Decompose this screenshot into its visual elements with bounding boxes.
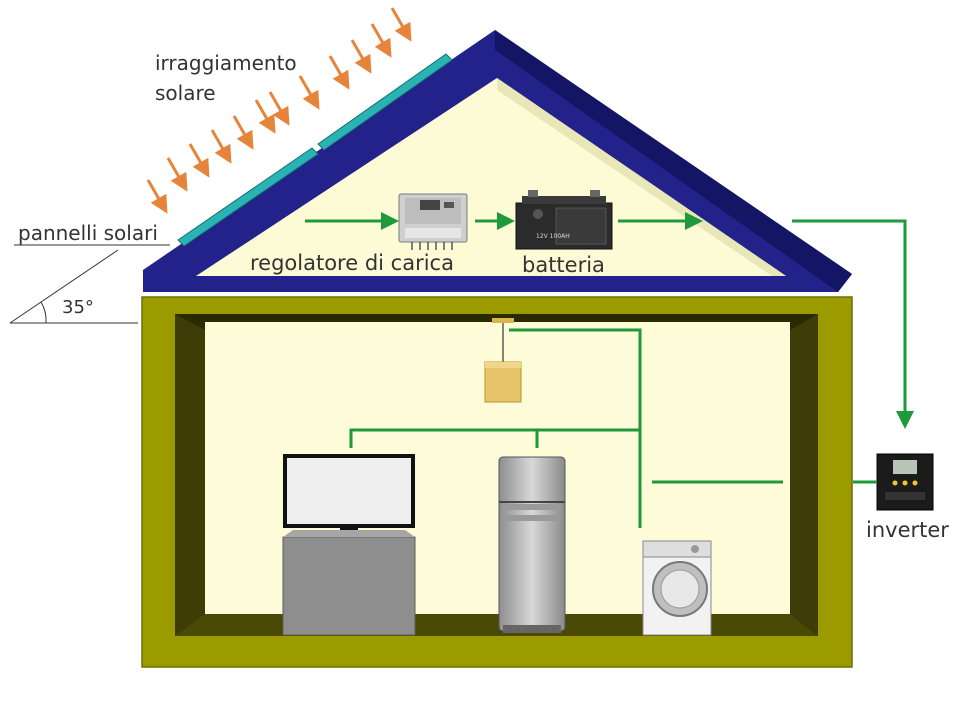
television: [283, 454, 415, 537]
sun-ray: [188, 143, 210, 178]
washing-machine: [642, 540, 712, 636]
roof: [143, 30, 852, 292]
irradiation-label-line2: solare: [155, 81, 216, 105]
sun-ray: [328, 55, 350, 90]
irradiation-label-line1: irraggiamento: [155, 51, 297, 75]
attic-space: [196, 78, 786, 276]
battery: [515, 190, 613, 250]
sun-ray: [268, 91, 290, 126]
sun-ray: [232, 115, 254, 150]
refrigerator: [498, 456, 566, 633]
tilt-angle-sketch: [9, 249, 138, 324]
sun-ray: [390, 7, 412, 42]
battery-model-text: 12V 100AH: [536, 233, 570, 240]
sun-ray: [298, 75, 320, 110]
sun-ray: [254, 99, 276, 134]
angle-label: 35°: [62, 297, 94, 318]
sun-ray: [370, 23, 392, 58]
charge-controller-label: regolatore di carica: [250, 251, 454, 275]
solar-panels: [177, 53, 453, 247]
wire-to-inverter: [792, 219, 914, 429]
inverter-label: inverter: [866, 518, 949, 542]
solar-panels-label: pannelli solari: [18, 221, 158, 245]
sun-ray: [166, 157, 188, 192]
wire-appliance-bus: [349, 428, 640, 448]
ceiling-lamp: [484, 318, 522, 403]
sun-ray: [210, 129, 232, 164]
sun-ray: [350, 39, 372, 74]
battery-label: batteria: [522, 253, 605, 277]
wiring: [305, 212, 914, 528]
inverter: [876, 453, 934, 511]
wire-lamp-circuit: [509, 328, 642, 528]
sun-ray: [146, 179, 168, 214]
charge-controller: [398, 193, 468, 250]
tv-cabinet: [282, 530, 416, 636]
sun-rays: [146, 7, 412, 214]
